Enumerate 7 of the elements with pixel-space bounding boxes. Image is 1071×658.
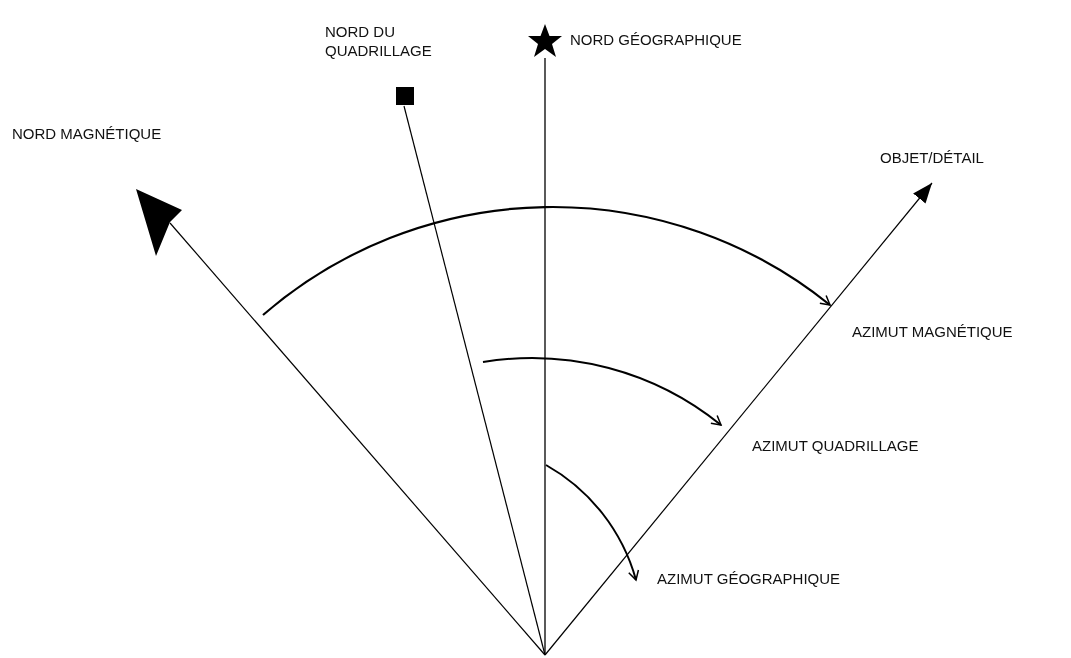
azimuth-label: AZIMUT MAGNÉTIQUE bbox=[852, 322, 1013, 341]
direction-label: NORD MAGNÉTIQUE bbox=[12, 124, 162, 143]
azimuth-label: AZIMUT QUADRILLAGE bbox=[752, 436, 919, 455]
direction-label: NORD DU QUADRILLAGE bbox=[325, 22, 433, 60]
direction-label: NORD GÉOGRAPHIQUE bbox=[570, 30, 742, 49]
direction-label: OBJET/DÉTAIL bbox=[880, 148, 984, 167]
azimuth-label: AZIMUT GÉOGRAPHIQUE bbox=[657, 569, 841, 588]
